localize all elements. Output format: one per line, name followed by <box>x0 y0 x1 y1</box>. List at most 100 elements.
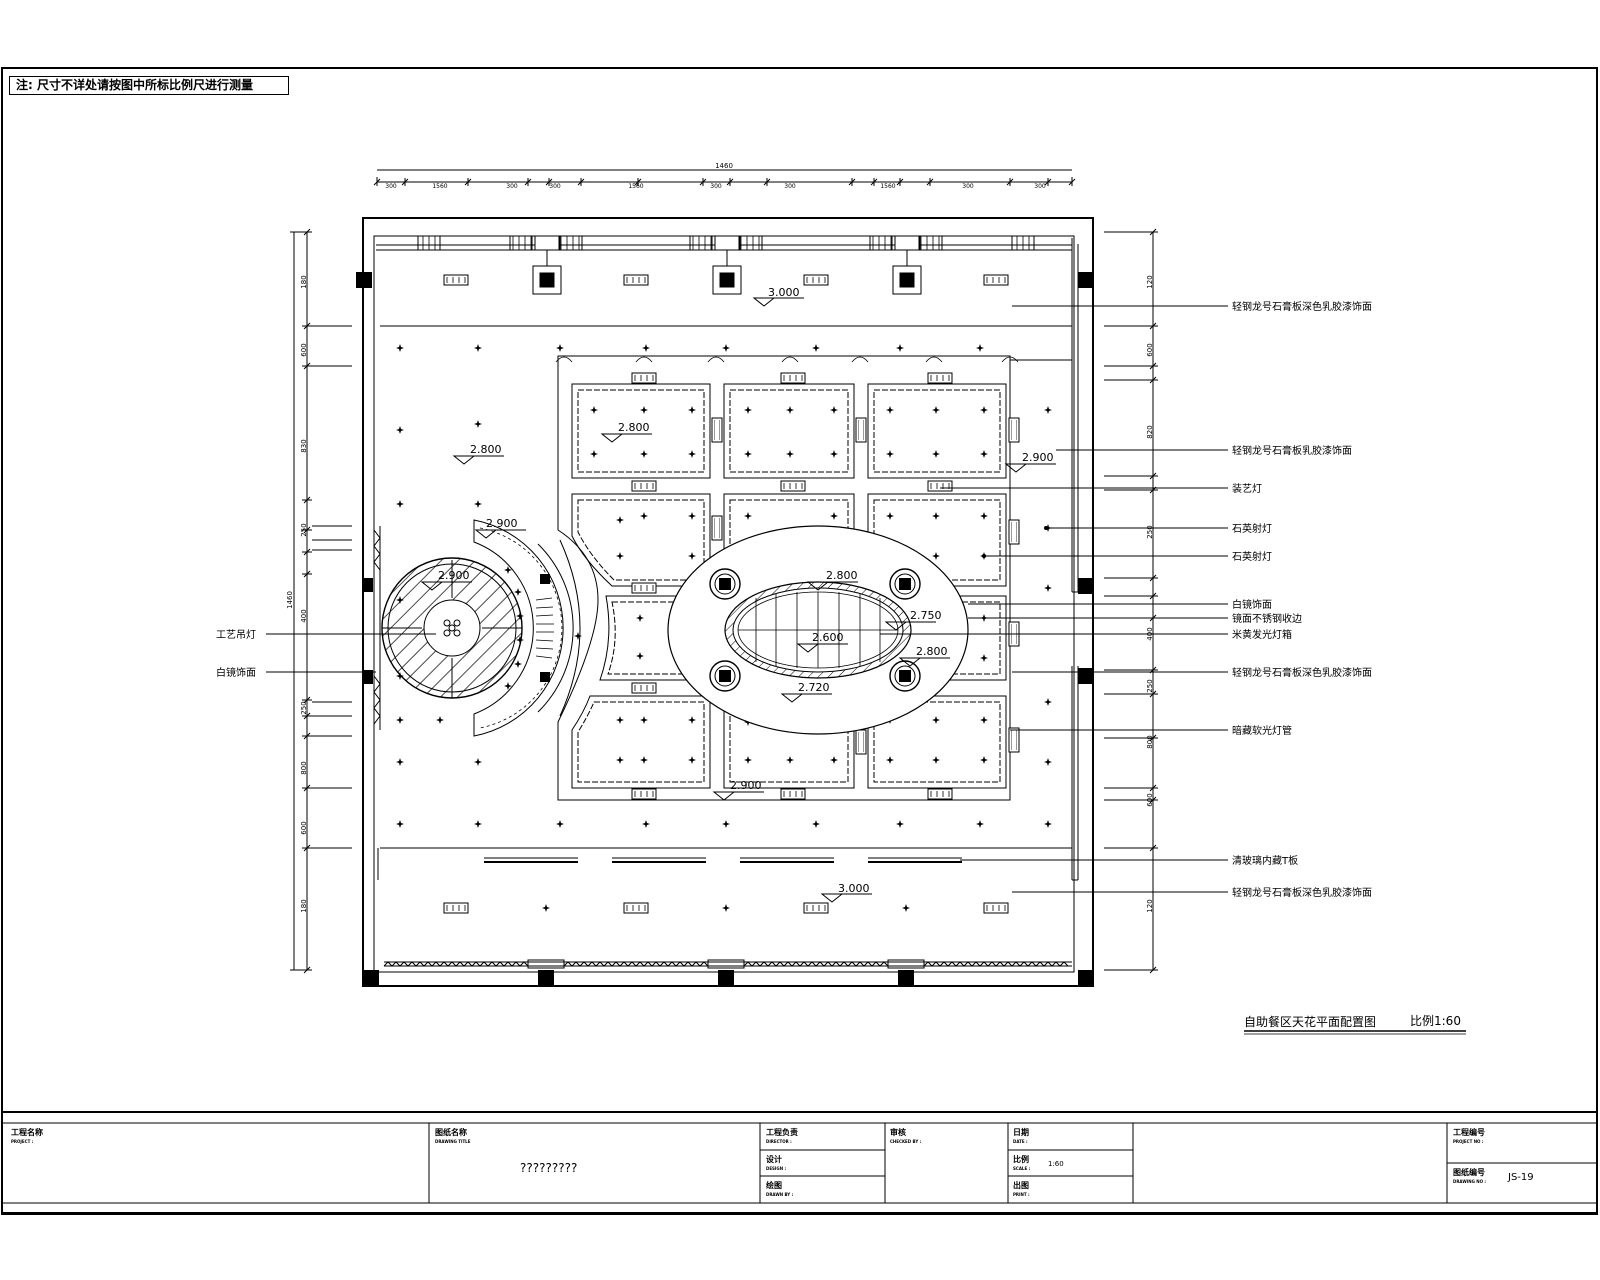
tb-date-en: DATE : <box>1013 1139 1028 1144</box>
spotlight-icon <box>396 426 404 434</box>
tb-director-label: 工程负责 <box>766 1127 798 1137</box>
spotlight-icon <box>514 588 522 596</box>
spotlight-icon <box>976 344 984 352</box>
top-total-dimension: 1460 <box>715 162 733 170</box>
spotlight-icon <box>556 820 564 828</box>
dimension-slash <box>545 178 553 186</box>
left-leader-lines <box>266 633 436 673</box>
spotlight-icon <box>616 552 624 560</box>
spotlight-icon <box>1044 406 1052 414</box>
tb-print-en: PRINT : <box>1013 1192 1030 1197</box>
dimension-slash <box>1149 376 1157 384</box>
spotlight-icon <box>474 344 482 352</box>
spotlight-icon <box>812 344 820 352</box>
spotlight-icon <box>980 512 988 520</box>
spotlight-icon <box>976 820 984 828</box>
spotlight-icon <box>514 660 522 668</box>
elevation-panel-right: 2.900 <box>1022 451 1054 464</box>
right-callout-label: 白镜饰面 <box>1232 598 1272 611</box>
spotlight-icon <box>744 756 752 764</box>
tb-drawing-name-value: ????????? <box>520 1161 577 1175</box>
dimension-slash <box>401 178 409 186</box>
dimension-slash <box>926 178 934 186</box>
dimension-slash <box>1149 796 1157 804</box>
right-callout-label: 暗藏软光灯管 <box>1232 724 1292 737</box>
left-dimension-ticks <box>302 228 352 974</box>
spotlight-icon <box>474 820 482 828</box>
spotlight-icon <box>1044 698 1052 706</box>
left-dimension-label: 830 <box>300 439 308 452</box>
spotlight-icon <box>688 406 696 414</box>
spotlight-icon <box>396 758 404 766</box>
dimension-slash <box>303 526 311 534</box>
left-dimension-label: 180 <box>300 275 308 288</box>
left-mirror-walls <box>373 526 381 730</box>
dimension-slash <box>870 178 878 186</box>
dimension-slash <box>577 178 585 186</box>
dimension-slash <box>303 322 311 330</box>
tb-project-name-label: 工程名称 <box>11 1127 43 1137</box>
top-dimension-label: 300 <box>549 183 561 190</box>
elevation-oval-right: 2.750 <box>910 609 942 622</box>
dimension-slash <box>1044 178 1052 186</box>
left-dimension-label: 600 <box>300 343 308 356</box>
dimension-slash <box>464 178 472 186</box>
top-dimension-label: 300 <box>710 183 722 190</box>
dimension-slash <box>1149 228 1157 236</box>
spotlight-icon <box>640 512 648 520</box>
right-callout-label: 镜面不锈钢收边 <box>1232 612 1302 625</box>
top-grilles <box>417 235 1035 251</box>
spotlight-icon <box>1044 758 1052 766</box>
dimension-slash <box>303 362 311 370</box>
top-dimension-label: 1560 <box>880 183 895 190</box>
tb-drawing-name-en: DRAWING TITLE <box>435 1139 471 1144</box>
spotlight-icon <box>722 344 730 352</box>
spotlight-icon <box>688 756 696 764</box>
right-dimension-label: 120 <box>1146 275 1154 288</box>
spotlight-icon <box>812 820 820 828</box>
spotlight-icon <box>980 756 988 764</box>
left-dimension-label: 250 <box>300 701 308 714</box>
spotlight-icon <box>474 500 482 508</box>
tb-project-name-en: PROJECT : <box>11 1139 34 1144</box>
bottom-band <box>383 959 1072 969</box>
tb-project-no-label: 工程编号 <box>1453 1127 1485 1137</box>
right-dimension-label: 600 <box>1146 343 1154 356</box>
dimension-slash <box>1149 472 1157 480</box>
spotlight-icon <box>688 450 696 458</box>
right-dimension-label: 250 <box>1146 679 1154 692</box>
dimension-slash <box>303 696 311 704</box>
top-dimension-label: 1560 <box>628 183 643 190</box>
top-fan-coil-units <box>532 235 922 295</box>
dimension-slash <box>1149 690 1157 698</box>
central-oval <box>667 525 969 735</box>
dimension-slash <box>1149 844 1157 852</box>
elevation-bottom-panel: 2.900 <box>730 779 762 792</box>
right-dimension-label: 800 <box>1146 735 1154 748</box>
left-dimension-label: 800 <box>300 761 308 774</box>
right-dimension-label: 250 <box>1146 525 1154 538</box>
right-callout-label: 轻钢龙号石膏板深色乳胶漆饰面 <box>1232 666 1372 679</box>
dimension-slash <box>1068 178 1076 186</box>
spotlight-icon <box>932 716 940 724</box>
spotlight-icon <box>688 552 696 560</box>
curved-lighting-arc <box>473 519 581 737</box>
spotlight-icon <box>722 820 730 828</box>
dimension-slash <box>303 732 311 740</box>
tb-print-label: 出图 <box>1013 1180 1029 1190</box>
spotlight-icon <box>396 344 404 352</box>
spotlight-icon <box>640 450 648 458</box>
dimension-slash <box>303 570 311 578</box>
tb-design-en: DESIGN : <box>766 1166 786 1171</box>
callout-white-mirror-left: 白镜饰面 <box>216 666 256 679</box>
tb-scale-en: SCALE : <box>1013 1166 1031 1171</box>
elevation-oval-bottom: 2.720 <box>798 681 830 694</box>
spotlight-icon <box>636 614 644 622</box>
spotlight-icon <box>886 756 894 764</box>
spotlight-icon <box>980 716 988 724</box>
right-leader-lines <box>880 305 1228 893</box>
elevation-marker-bottom <box>821 893 873 903</box>
spotlight-icon <box>1044 584 1052 592</box>
